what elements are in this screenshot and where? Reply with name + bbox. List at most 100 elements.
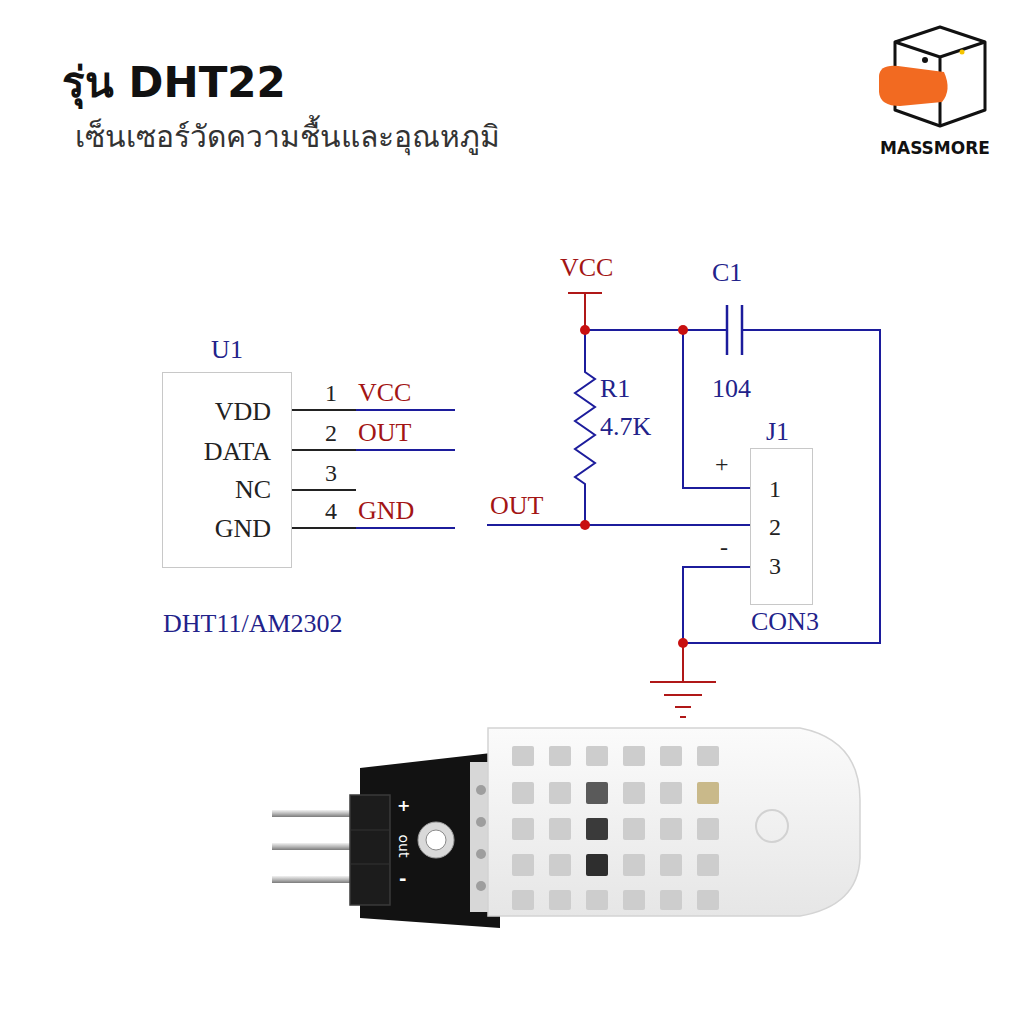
- net-wire: [356, 449, 455, 451]
- capacitor-symbol: [727, 305, 742, 355]
- vent-hole: [512, 818, 534, 840]
- power-label: VCC: [560, 255, 613, 281]
- pin-name: GND: [215, 516, 271, 542]
- mount-hole: [418, 822, 454, 858]
- pin-lead: [292, 489, 356, 491]
- vent-hole: [697, 818, 719, 840]
- pin-name: NC: [235, 477, 271, 503]
- vent-hole: [512, 854, 534, 876]
- vent-hole: [623, 818, 645, 840]
- part-designator: J1: [766, 419, 789, 445]
- ground-stem: [682, 643, 684, 682]
- part-label: CON3: [751, 609, 819, 635]
- vcc-symbol: [568, 293, 602, 330]
- vent-hole: [697, 782, 719, 804]
- junction-dot: [678, 638, 688, 648]
- pin-name: DATA: [204, 439, 271, 465]
- circuit-wires: [487, 330, 880, 643]
- vent-hole: [586, 890, 608, 910]
- vent-hole: [697, 890, 719, 910]
- wire: [683, 330, 880, 643]
- capacitor-plate: [741, 305, 744, 355]
- junction-dot: [580, 520, 590, 530]
- net-label: GND: [358, 498, 414, 524]
- vent-hole: [549, 890, 571, 910]
- sensor-leg: [476, 849, 486, 859]
- vent-hole: [586, 818, 608, 840]
- brand-name: MASSMORE: [880, 140, 990, 157]
- vent-hole: [549, 818, 571, 840]
- vcc-stem: [584, 293, 586, 330]
- junction-dots: [580, 325, 688, 648]
- ground-bar: [680, 716, 686, 718]
- pin-leads: [292, 410, 356, 528]
- housing-hole: [756, 810, 788, 842]
- junction-dot: [678, 325, 688, 335]
- vent-hole: [512, 782, 534, 804]
- part-designator: C1: [712, 260, 742, 286]
- silkscreen-text: +: [397, 798, 410, 814]
- vent-hole: [549, 782, 571, 804]
- header-pin: [272, 843, 358, 850]
- logo-beak: [879, 66, 948, 106]
- wire: [683, 330, 750, 488]
- vent-hole: [586, 854, 608, 876]
- vent-hole: [697, 746, 719, 766]
- silkscreen-text: out: [397, 835, 411, 858]
- subtitle: เซ็นเซอร์วัดความชื้นและอุณหภูมิ: [75, 122, 500, 152]
- vent-hole: [586, 746, 608, 766]
- part-designator: U1: [163, 337, 291, 363]
- sensor-leg: [476, 817, 486, 827]
- pin-number: 4: [325, 499, 337, 523]
- sensor-leg: [476, 785, 486, 795]
- resistor-symbol: [575, 330, 595, 525]
- ground-bar: [675, 706, 691, 708]
- pin-lead: [292, 527, 356, 529]
- silkscreen-text: -: [399, 870, 406, 888]
- vent-hole: [660, 890, 682, 910]
- module-photo: [272, 728, 860, 928]
- net-wires: [356, 410, 455, 528]
- pin-header: [350, 795, 390, 905]
- wire: [487, 524, 750, 526]
- vent-hole: [549, 854, 571, 876]
- vent-hole: [512, 890, 534, 910]
- pin-lead: [292, 409, 356, 411]
- vent-hole: [586, 782, 608, 804]
- part-value: 4.7K: [600, 414, 651, 440]
- logo-eye: [922, 57, 928, 63]
- vent-hole: [660, 746, 682, 766]
- sensor-housing: [488, 728, 860, 916]
- logo-dot: [960, 50, 965, 55]
- net-label: VCC: [358, 380, 411, 406]
- capacitor-plate: [726, 305, 729, 355]
- wire: [683, 567, 750, 643]
- sensor-package: U1VDDDATANCGNDDHT11/AM2302: [162, 372, 292, 568]
- vent-hole: [623, 782, 645, 804]
- part-number: DHT11/AM2302: [163, 611, 343, 637]
- pin-number: 3: [325, 461, 337, 485]
- ground-bar: [650, 681, 716, 683]
- vent-hole: [512, 746, 534, 766]
- vent-hole: [697, 854, 719, 876]
- sensor-leg: [476, 881, 486, 891]
- pin-number: 3: [769, 554, 781, 578]
- mount-hole-inner: [426, 830, 446, 850]
- vent-hole: [623, 854, 645, 876]
- page-title: รุ่น DHT22: [62, 62, 286, 104]
- polarity-mark: -: [720, 535, 728, 559]
- ground-bar: [664, 694, 702, 696]
- pin-number: 1: [769, 477, 781, 501]
- vent-hole: [549, 746, 571, 766]
- vent-hole: [623, 890, 645, 910]
- junction-dot: [580, 325, 590, 335]
- pin-number: 2: [769, 515, 781, 539]
- header-pin: [272, 810, 358, 817]
- vent-hole: [660, 782, 682, 804]
- pin-number: 2: [325, 421, 337, 445]
- vent-hole: [623, 746, 645, 766]
- header-pin: [272, 876, 358, 883]
- vent-hole: [660, 854, 682, 876]
- part-value: 104: [712, 376, 751, 402]
- connector-box: J1123CON3: [750, 448, 813, 605]
